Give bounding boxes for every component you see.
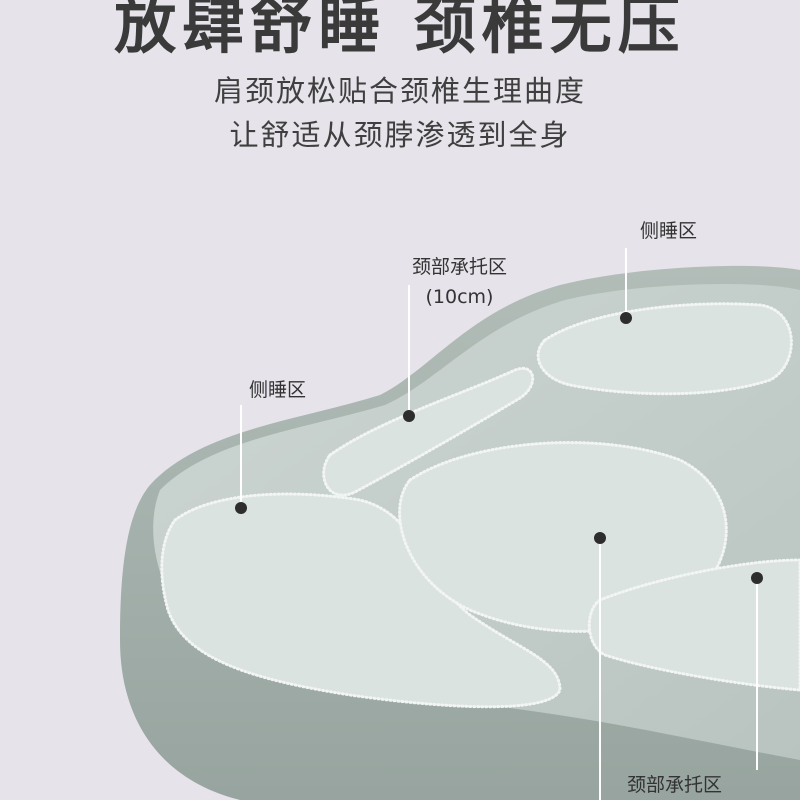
zone-neck-support-lower: [587, 558, 800, 692]
subtitle-line-2: 让舒适从颈脖渗透到全身: [229, 118, 571, 152]
callout-neck-support-bottom: 颈部承托区: [627, 770, 722, 800]
zone-side-sleep-left: [160, 492, 562, 709]
zone-neck-support-upper: [322, 366, 535, 497]
marker-side-left: [235, 502, 247, 514]
callout-side-sleep-left-text: 侧睡区: [249, 379, 307, 401]
subtitle-line-1: 肩颈放松贴合颈椎生理曲度: [213, 74, 586, 108]
callout-side-sleep-left: 侧睡区: [249, 375, 306, 405]
marker-center: [594, 532, 606, 544]
marker-side-right: [620, 312, 632, 324]
callout-side-sleep-right-text: 侧睡区: [640, 220, 698, 242]
callout-neck-support-bottom-text: 颈部承托区: [627, 774, 723, 796]
zone-side-sleep-right: [536, 302, 793, 396]
callout-neck-support-top: 颈部承托区 (10cm): [412, 252, 507, 312]
headline: 放肆舒睡 颈椎无压: [114, 0, 686, 62]
callout-side-sleep-right: 侧睡区: [640, 216, 697, 246]
marker-neck-top: [403, 410, 415, 422]
marker-neck-bottom: [751, 572, 763, 584]
callout-neck-support-top-text: 颈部承托区: [412, 256, 508, 278]
callout-neck-support-top-size: (10cm): [425, 286, 494, 308]
